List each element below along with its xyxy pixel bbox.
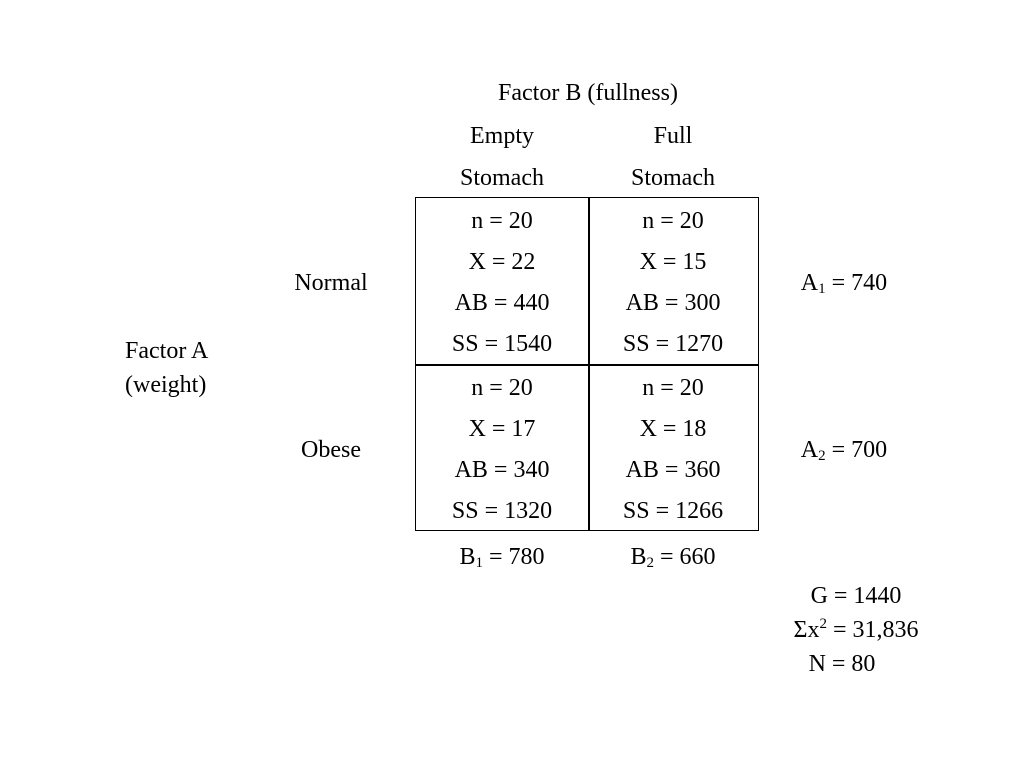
cell-n: n = 20	[642, 375, 704, 401]
row-header-normal: Normal	[294, 270, 368, 296]
cell-ss: SS = 1270	[622, 331, 724, 357]
total-sample-size: N = 80	[808, 651, 876, 677]
cell-n: n = 20	[642, 208, 704, 234]
column-header-full-line2: Stomach	[631, 165, 715, 191]
cell-total: AB = 360	[625, 457, 721, 483]
column-total-b1: B1 = 780	[459, 544, 545, 571]
cell-ss: SS = 1540	[451, 331, 553, 357]
column-total-subscript: 2	[646, 555, 654, 571]
factor-a-title-line2: (weight)	[125, 372, 207, 398]
cell-mean: X = 17	[468, 416, 536, 442]
cell-ss: SS = 1320	[451, 498, 553, 524]
sum-of-squares: Σx2 = 31,836	[793, 616, 919, 643]
row-total-subscript: 1	[818, 281, 826, 297]
cell-mean: X = 15	[639, 249, 707, 275]
cell-n: n = 20	[471, 208, 533, 234]
row-total-value: = 700	[825, 437, 888, 463]
row-total-value: = 740	[825, 270, 888, 296]
column-total-b2: B2 = 660	[630, 544, 716, 571]
factor-a-title-line1: Factor A	[125, 338, 209, 364]
sum-of-squares-value: = 31,836	[826, 617, 919, 643]
cell-total: AB = 340	[454, 457, 550, 483]
cell-ss: SS = 1266	[622, 498, 724, 524]
cell-mean: X = 22	[468, 249, 536, 275]
column-total-symbol: B	[630, 544, 647, 570]
factor-b-title: Factor B (fullness)	[498, 80, 678, 106]
cell-n: n = 20	[471, 375, 533, 401]
sum-of-squares-exponent: 2	[819, 616, 827, 632]
row-header-obese: Obese	[301, 437, 361, 463]
column-header-empty-line2: Stomach	[460, 165, 544, 191]
cell-mean: X = 18	[639, 416, 707, 442]
column-total-symbol: B	[459, 544, 476, 570]
grand-total: G = 1440	[810, 583, 902, 609]
row-total-a1: A1 = 740	[800, 270, 888, 297]
row-total-symbol: A	[800, 270, 819, 296]
column-header-empty-line1: Empty	[470, 123, 534, 149]
row-total-a2: A2 = 700	[800, 437, 888, 464]
column-total-value: = 780	[482, 544, 545, 570]
row-total-symbol: A	[800, 437, 819, 463]
cell-total: AB = 440	[454, 290, 550, 316]
cell-total: AB = 300	[625, 290, 721, 316]
column-total-value: = 660	[653, 544, 716, 570]
table-row-divider	[415, 364, 759, 366]
sum-of-squares-symbol: Σx	[793, 617, 820, 643]
column-header-full-line1: Full	[653, 123, 693, 149]
row-total-subscript: 2	[818, 448, 826, 464]
column-total-subscript: 1	[475, 555, 483, 571]
